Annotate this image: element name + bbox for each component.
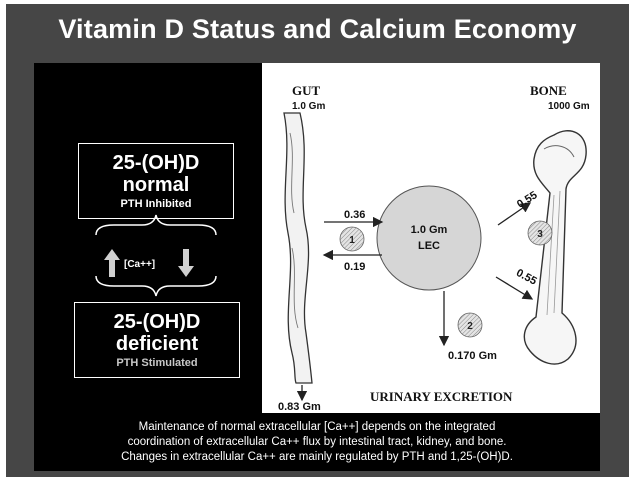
gut-amount: 1.0 Gm [292, 101, 325, 112]
flux-urine-label: 0.170 Gm [448, 350, 497, 362]
deficient-box-line2: deficient [75, 333, 239, 355]
caption-line-1: Maintenance of normal extracellular [Ca+… [34, 420, 600, 435]
urinary-excretion-label: URINARY EXCRETION [370, 389, 513, 404]
marker-2-label: 2 [467, 321, 473, 332]
deficient-box-line3: PTH Stimulated [75, 356, 239, 370]
caption-line-2: coordination of extracellular Ca++ flux … [34, 435, 600, 450]
marker-1-label: 1 [349, 235, 355, 246]
slide: Vitamin D Status and Calcium Economy 25-… [6, 4, 629, 477]
flux-gut-out-label: 0.19 [344, 261, 365, 273]
upper-brace [96, 215, 216, 235]
up-arrow-icon [104, 249, 120, 277]
flux-bone-in-label: 0.55 [514, 267, 539, 288]
down-arrow-icon [178, 249, 194, 277]
calcium-flux-diagram: GUT 1.0 Gm BONE 1000 Gm 1.0 Gm LEC 0.36 [262, 63, 600, 413]
slide-title: Vitamin D Status and Calcium Economy [6, 14, 629, 45]
deficient-box-line1: 25-(OH)D [75, 311, 239, 333]
caption-line-3: Changes in extracellular Ca++ are mainly… [34, 450, 600, 465]
deficient-status-box: 25-(OH)D deficient PTH Stimulated [74, 302, 240, 378]
lower-brace [96, 276, 216, 296]
lec-amount: 1.0 Gm [411, 224, 448, 236]
marker-3-label: 3 [537, 229, 543, 240]
bone-label: BONE [530, 83, 567, 98]
content-panel: 25-(OH)D normal PTH Inhibited [Ca++] 25-… [34, 63, 600, 471]
bone-illustration [524, 131, 586, 364]
lec-label: LEC [418, 240, 440, 252]
bone-amount: 1000 Gm [548, 101, 590, 112]
caption: Maintenance of normal extracellular [Ca+… [34, 420, 600, 465]
calcium-label: [Ca++] [124, 259, 155, 270]
gut-illustration [284, 113, 312, 383]
flux-fecal-label: 0.83 Gm [278, 401, 321, 413]
gut-label: GUT [292, 83, 321, 98]
lec-compartment [377, 186, 481, 290]
flux-diagram-svg: GUT 1.0 Gm BONE 1000 Gm 1.0 Gm LEC 0.36 [262, 63, 600, 413]
flux-bone-out-label: 0.55 [515, 189, 540, 211]
flux-gut-in-label: 0.36 [344, 209, 365, 221]
